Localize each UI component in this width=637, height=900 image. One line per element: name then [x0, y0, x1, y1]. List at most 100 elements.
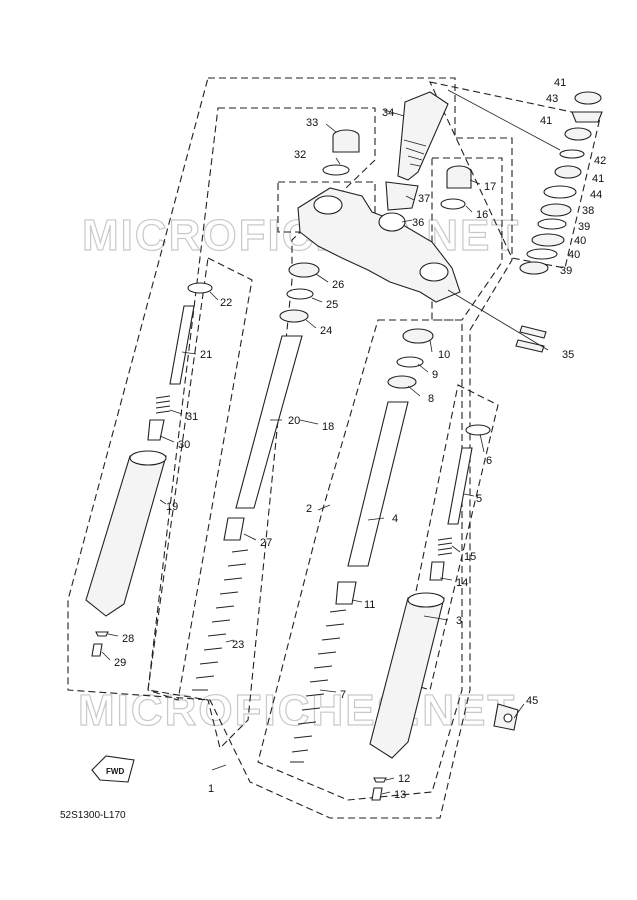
- callout-25: 25: [326, 299, 338, 311]
- callout-40a: 40: [574, 235, 586, 247]
- damper-rod-21: [169, 305, 195, 385]
- bolt-13: [371, 787, 383, 801]
- callout-31: 31: [186, 411, 198, 423]
- clip-9: [396, 356, 424, 368]
- crown-bracket: [297, 187, 461, 303]
- piston-ring-22: [187, 282, 213, 294]
- damper-rod-5: [447, 447, 473, 525]
- callout-35: 35: [562, 349, 574, 361]
- pinch-bolts-35: [515, 325, 547, 353]
- fwd-arrow-icon: FWD: [91, 755, 135, 783]
- ring-nut-41c: [554, 165, 582, 179]
- callout-15: 15: [464, 551, 476, 563]
- callout-numbers: 1 2 3 4 5 6 7 8 9 10 11 12 13 14 15 16 1…: [114, 77, 606, 801]
- callout-21: 21: [200, 349, 212, 361]
- callout-1: 1: [208, 783, 214, 795]
- callout-39b: 39: [560, 265, 572, 277]
- cover-44: [543, 185, 577, 199]
- inner-tube-20: [235, 335, 303, 509]
- ring-nut-41a: [574, 91, 602, 105]
- bearing-stack: [519, 91, 603, 275]
- callout-30: 30: [178, 439, 190, 451]
- assembly-outline-2: [257, 319, 463, 801]
- fork-spring-7: [290, 609, 347, 763]
- watermark-bottom: MICROFICHES.NET: [78, 686, 516, 735]
- callout-3: 3: [456, 615, 462, 627]
- inner-tube-4: [347, 401, 409, 567]
- bushing-30: [147, 419, 165, 441]
- bearing-39b: [519, 261, 549, 275]
- callout-7: 7: [340, 689, 346, 701]
- assembly-outline-1: [67, 77, 513, 819]
- race-38: [540, 203, 572, 217]
- callout-38: 38: [582, 205, 594, 217]
- callout-4: 4: [392, 513, 398, 525]
- callout-27: 27: [260, 537, 272, 549]
- callout-19: 19: [166, 501, 178, 513]
- callout-32: 32: [294, 149, 306, 161]
- callout-29: 29: [114, 657, 126, 669]
- bushing-11: [335, 581, 357, 605]
- washer-12: [373, 777, 387, 783]
- race-40a: [531, 233, 565, 247]
- piston-ring-6: [465, 424, 491, 436]
- oil-seal-8: [387, 375, 417, 389]
- callout-9: 9: [432, 369, 438, 381]
- callout-17: 17: [484, 181, 496, 193]
- fwd-label: FWD: [106, 767, 124, 776]
- callout-34: 34: [382, 107, 394, 119]
- callout-24: 24: [320, 325, 332, 337]
- assembly-outline-21: [147, 257, 253, 701]
- washer-43: [571, 111, 603, 123]
- leader-lines: [101, 89, 561, 795]
- callout-23: 23: [232, 639, 244, 651]
- bushing-27: [223, 517, 245, 541]
- clip-25: [286, 288, 314, 300]
- callout-45: 45: [526, 695, 538, 707]
- callout-40b: 40: [568, 249, 580, 261]
- bushing-14: [429, 561, 445, 581]
- callout-42: 42: [594, 155, 606, 167]
- callout-37: 37: [418, 193, 430, 205]
- callout-41b: 41: [540, 115, 552, 127]
- callout-14: 14: [456, 577, 468, 589]
- assembly-outline-18: [147, 107, 376, 750]
- callout-41a: 41: [554, 77, 566, 89]
- oil-seal-24: [279, 309, 309, 323]
- fork-spring-23: [192, 549, 249, 691]
- oil-seal-10: [402, 328, 434, 344]
- callout-36: 36: [412, 217, 424, 229]
- o-ring-32: [322, 164, 350, 176]
- callout-2: 2: [306, 503, 312, 515]
- callout-13: 13: [394, 789, 406, 801]
- callout-12: 12: [398, 773, 410, 785]
- callout-39a: 39: [578, 221, 590, 233]
- oil-seal-26: [288, 262, 320, 278]
- ring-nut-41b: [564, 127, 592, 141]
- assembly-outline-bearings: [429, 81, 601, 269]
- callout-28: 28: [122, 633, 134, 645]
- outer-tube-19: [85, 455, 167, 617]
- callout-41c: 41: [592, 173, 604, 185]
- callout-20: 20: [288, 415, 300, 427]
- washer-28: [95, 631, 109, 637]
- cap-bolt-33: [332, 129, 360, 153]
- callout-18: 18: [322, 421, 334, 433]
- callout-33: 33: [306, 117, 318, 129]
- callout-5: 5: [476, 493, 482, 505]
- callout-16: 16: [476, 209, 488, 221]
- diagram-code: 52S1300-L170: [60, 810, 126, 821]
- callout-26: 26: [332, 279, 344, 291]
- bolt-29: [91, 643, 103, 657]
- callout-43: 43: [546, 93, 558, 105]
- bearing-39a: [537, 218, 567, 230]
- steering-stem: [385, 91, 449, 211]
- race-40b: [526, 248, 558, 260]
- callout-6: 6: [486, 455, 492, 467]
- o-ring-16: [440, 198, 466, 210]
- bracket-45: [493, 703, 519, 731]
- cap-bolt-17: [446, 165, 472, 189]
- spring-15: [437, 537, 453, 556]
- callout-8: 8: [428, 393, 434, 405]
